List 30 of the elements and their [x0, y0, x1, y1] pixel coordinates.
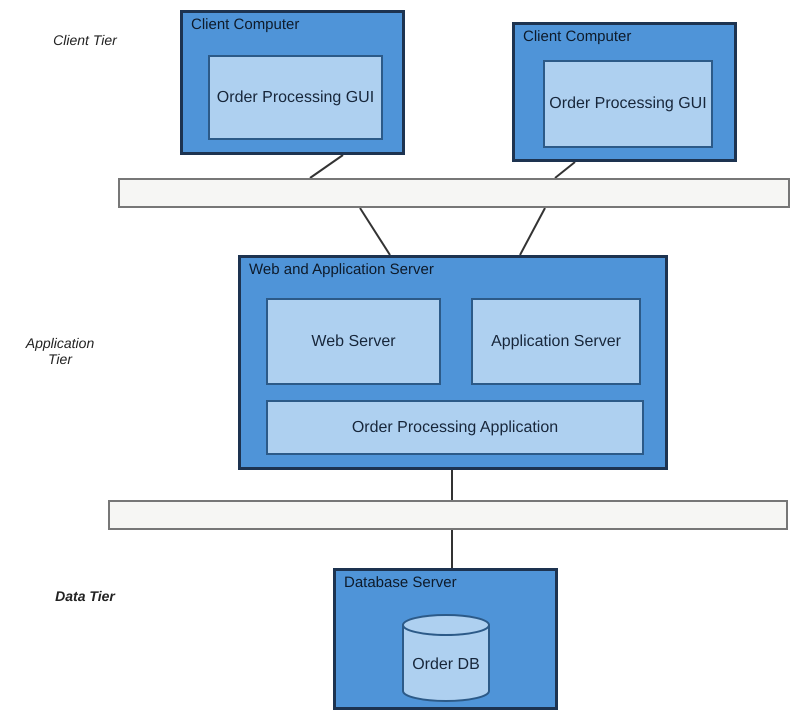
- tier-label: Client Tier: [52, 32, 118, 48]
- component-box: [266, 298, 441, 385]
- box-title: Client Computer: [523, 28, 632, 45]
- server-box: [238, 255, 668, 470]
- box-label: Order DB: [412, 655, 480, 675]
- network-bar: [108, 500, 788, 530]
- network-bar: [118, 178, 790, 208]
- box-title: Database Server: [344, 574, 457, 591]
- server-box: [180, 10, 405, 155]
- connector-line: [451, 470, 453, 500]
- tier-label: Application Tier: [24, 335, 96, 367]
- component-box: [543, 60, 713, 148]
- component-box: [471, 298, 641, 385]
- connector-line: [309, 154, 344, 179]
- box-title: Client Computer: [191, 16, 300, 33]
- box-title: Web and Application Server: [249, 261, 434, 278]
- box-label: Order Processing GUI: [216, 88, 374, 108]
- connector-line: [519, 208, 546, 256]
- box-label: Order Processing GUI: [549, 94, 707, 114]
- component-box: [208, 55, 383, 140]
- box-label: Order Processing Application: [352, 418, 558, 438]
- box-label: Application Server: [491, 332, 621, 352]
- server-box: [512, 22, 737, 162]
- component-box: [266, 400, 644, 455]
- box-label: Web Server: [311, 332, 396, 352]
- tier-label: Data Tier: [54, 588, 116, 604]
- connector-line: [451, 530, 453, 568]
- server-box: [333, 568, 558, 710]
- connector-line: [359, 207, 391, 256]
- connector-line: [554, 161, 576, 179]
